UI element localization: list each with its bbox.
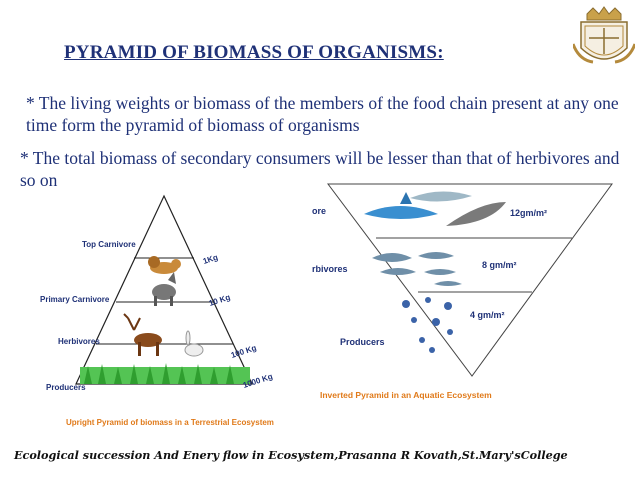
fish-illustration — [372, 252, 462, 286]
big-fish-illustration — [446, 202, 506, 226]
inverted-biomass-pyramid: ore rbivores Producers 12gm/m² 8 gm/m² 4… — [312, 183, 613, 400]
mass-top-carnivore: 1Kg — [202, 253, 219, 266]
plankton-illustration — [402, 297, 453, 353]
footer-credit: Ecological succession And Enery flow in … — [14, 448, 568, 462]
label-herbivores: Herbivores — [58, 337, 100, 346]
mass-right-top: 12gm/m² — [510, 208, 547, 218]
grass-illustration — [84, 363, 234, 384]
college-crest-logo — [573, 6, 635, 64]
label-primary-carnivore: Primary Carnivore — [40, 295, 110, 304]
mass-primary-carnivore: 10 Kg — [208, 293, 232, 308]
label-right-herbivores: rbivores — [312, 264, 348, 274]
lion-illustration — [148, 256, 181, 274]
right-pyramid-caption: Inverted Pyramid in an Aquatic Ecosystem — [320, 390, 492, 400]
mass-right-bottom: 4 gm/m² — [470, 310, 505, 320]
label-producers: Producers — [46, 383, 86, 392]
label-right-top: ore — [312, 206, 326, 216]
deer-illustration — [123, 313, 162, 356]
shark-illustration — [364, 192, 438, 219]
rabbit-illustration — [184, 330, 204, 357]
upright-biomass-pyramid: Top Carnivore Primary Carnivore Herbivor… — [40, 194, 276, 428]
point-2: * The total biomass of secondary consume… — [20, 148, 620, 190]
dolphin-illustration — [410, 191, 472, 202]
label-top-carnivore: Top Carnivore — [82, 240, 136, 249]
label-right-producers: Producers — [340, 337, 385, 347]
point-1: * The living weights or biomass of the m… — [26, 93, 619, 135]
mass-right-middle: 8 gm/m² — [482, 260, 517, 270]
left-pyramid-caption: Upright Pyramid of biomass in a Terrestr… — [66, 418, 274, 427]
slide-title: PYRAMID OF BIOMASS OF ORGANISMS: — [64, 42, 444, 63]
wolf-illustration — [152, 272, 176, 306]
